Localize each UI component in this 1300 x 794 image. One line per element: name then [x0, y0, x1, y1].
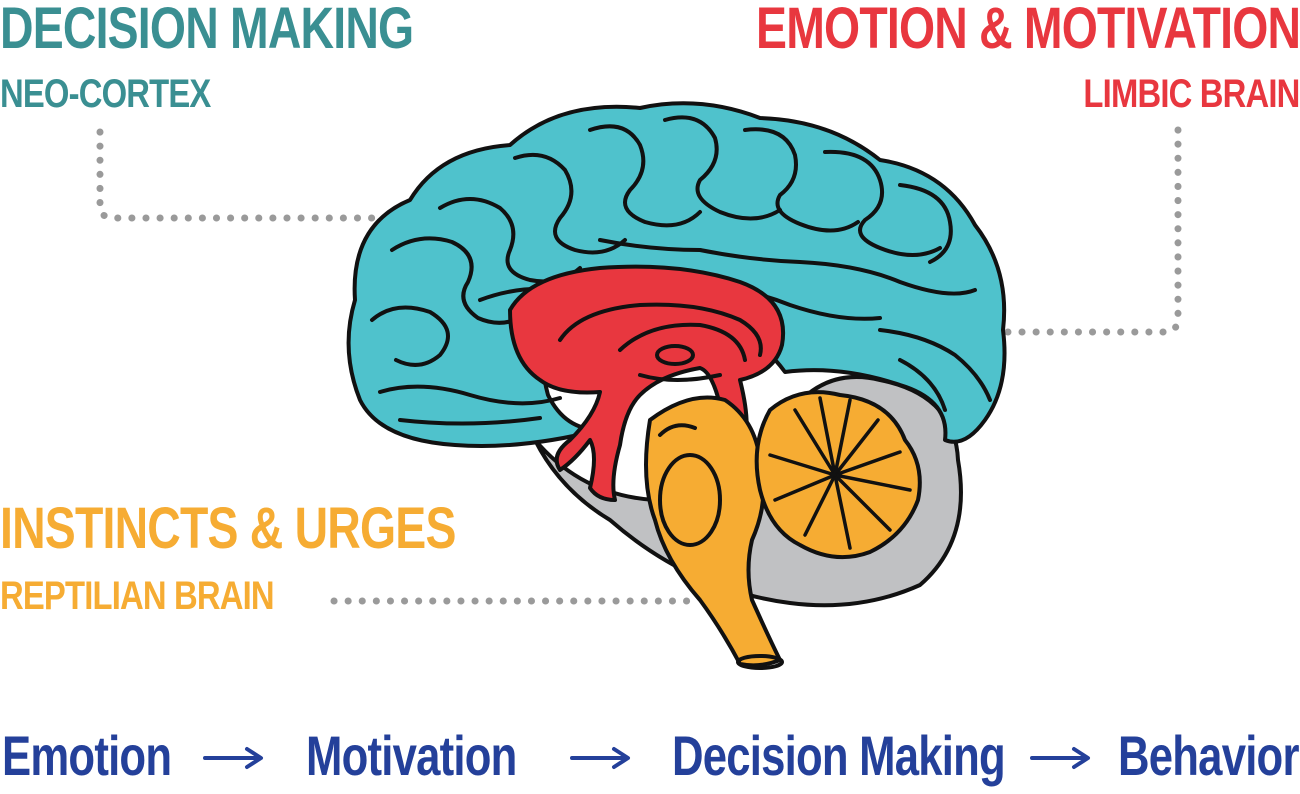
arrow-right-icon	[203, 747, 263, 769]
limbic-connector	[791, 126, 1182, 336]
arrow-right-icon	[570, 747, 630, 769]
arrow-right-icon	[1030, 747, 1090, 769]
brainstem-details	[658, 423, 784, 670]
limbic-details	[558, 302, 763, 382]
neocortex-connector	[96, 128, 376, 222]
connector-lines	[96, 126, 1182, 605]
flow-sequence: Emotion Motivation Decision Making Behav…	[0, 724, 1300, 794]
flow-step-behavior: Behavior	[1118, 724, 1299, 787]
flow-step-emotion: Emotion	[2, 724, 172, 787]
reptilian-subtitle: REPTILIAN BRAIN	[0, 574, 275, 618]
neocortex-title: DECISION MAKING	[0, 0, 414, 61]
flow-step-motivation: Motivation	[306, 724, 517, 787]
limbic-subtitle: LIMBIC BRAIN	[1083, 72, 1300, 116]
limbic-region	[508, 264, 786, 502]
flow-step-decision-making: Decision Making	[672, 724, 1006, 787]
limbic-title: EMOTION & MOTIVATION	[755, 0, 1300, 61]
reptilian-title: INSTINCTS & URGES	[0, 496, 456, 561]
cerebellum-folds	[768, 396, 912, 550]
neocortex-subtitle: NEO-CORTEX	[0, 72, 211, 116]
